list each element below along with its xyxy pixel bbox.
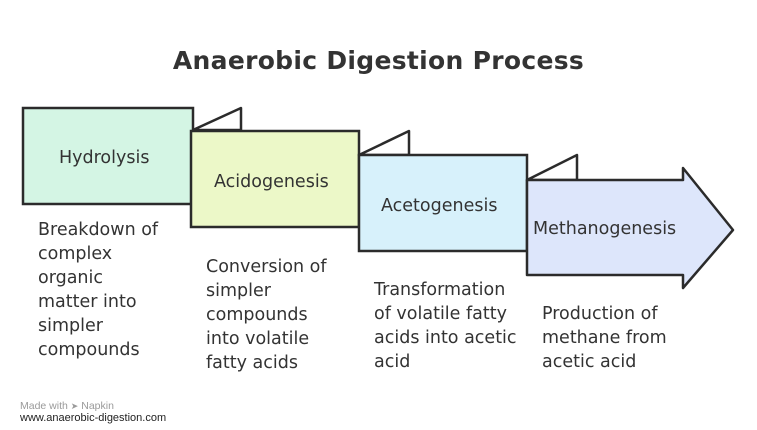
description-line: simpler <box>206 281 271 301</box>
description-line: methane from <box>542 328 667 348</box>
description-line: simpler <box>38 316 103 336</box>
made-with-napkin: Made with ➤ Napkin <box>20 400 114 412</box>
description-line: Breakdown of <box>38 220 159 240</box>
description-line: compounds <box>206 305 308 325</box>
step-label-acidogenesis: Acidogenesis <box>214 172 329 192</box>
description-line: Transformation <box>374 280 506 300</box>
description-line: fatty acids <box>206 353 298 373</box>
step-label-hydrolysis: Hydrolysis <box>59 148 150 168</box>
website-url: www.anaerobic-digestion.com <box>20 412 167 424</box>
napkin-logo-icon: ➤ <box>70 401 79 411</box>
step-acetogenesis-shape <box>357 153 579 253</box>
description-line: compounds <box>38 340 140 360</box>
step-description-hydrolysis: Breakdown of complex organic matter into… <box>38 218 158 362</box>
step-hydrolysis-shape <box>21 106 243 206</box>
description-line: acetic acid <box>542 352 637 372</box>
description-line: Conversion of <box>206 257 327 277</box>
step-description-methanogenesis: Production of methane from acetic acid <box>542 302 667 374</box>
diagram-title: Anaerobic Digestion Process <box>172 46 585 75</box>
step-methanogenesis-shape <box>525 166 735 290</box>
description-line: organic <box>38 268 104 288</box>
description-line: of volatile fatty <box>374 304 507 324</box>
step-description-acetogenesis: Transformation of volatile fatty acids i… <box>374 278 517 374</box>
napkin-brand: Napkin <box>81 400 114 412</box>
description-line: acid <box>374 352 411 372</box>
step-label-methanogenesis: Methanogenesis <box>533 219 677 239</box>
description-line: Production of <box>542 304 658 324</box>
step-label-acetogenesis: Acetogenesis <box>381 196 498 216</box>
description-line: acids into acetic <box>374 328 517 348</box>
description-line: into volatile <box>206 329 310 349</box>
description-line: complex <box>38 244 113 264</box>
made-with-label: Made with <box>20 400 68 412</box>
description-line: matter into <box>38 292 137 312</box>
step-description-acidogenesis: Conversion of simpler compounds into vol… <box>206 255 327 375</box>
